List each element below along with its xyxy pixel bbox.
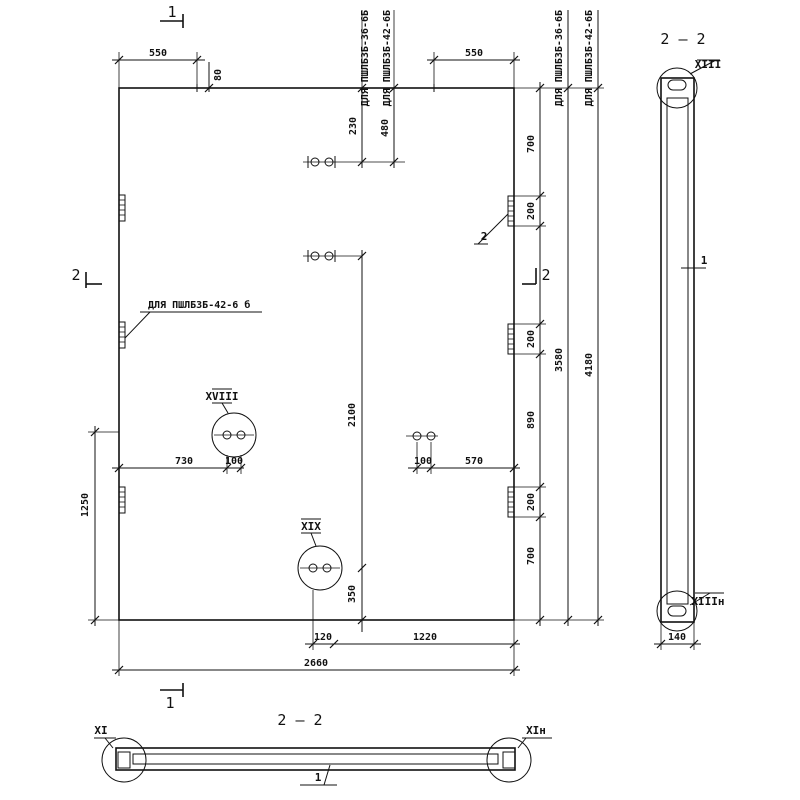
bottom-view-inner — [132, 753, 499, 765]
dim-1250: 1250 — [80, 493, 91, 517]
left-note-text: ДЛЯ ПШЛБЗБ-42-6 б — [148, 299, 250, 311]
upper-inner-dims: ДЛЯ ПШЛБЗБ-36-6Б ДЛЯ ПШЛБЗБ-42-6Б 230 48… — [340, 10, 405, 168]
dim-550-right: 550 — [465, 48, 483, 59]
dim-480: 480 — [380, 119, 391, 137]
node-xi-label: XI — [94, 724, 107, 737]
node-xviii: XVIII — [205, 388, 257, 458]
node-xix: XIX — [297, 518, 343, 591]
dim-100-left: 100 — [225, 456, 243, 467]
dim-550-left: 550 — [149, 48, 167, 59]
dim-570: 570 — [465, 456, 483, 467]
dim-230: 230 — [348, 117, 359, 135]
dim-140: 140 — [668, 632, 686, 643]
dim-200-b: 200 — [526, 330, 537, 348]
hole-pair-right — [406, 431, 438, 441]
node-xiii-label: XIII — [695, 58, 722, 71]
side-view-outer — [660, 77, 695, 623]
leaders-and-cuts: ДЛЯ ПШЛБЗБ-42-6 б 2 2 2 1 — [71, 213, 551, 712]
dim-100-right: 100 — [414, 456, 432, 467]
left-edge-embeds — [118, 194, 126, 514]
dim-350: 350 — [347, 585, 358, 603]
bottom-node-right — [486, 737, 532, 783]
dim-4180: 4180 — [584, 353, 595, 377]
dim-200-a: 200 — [526, 202, 537, 220]
dim-2660: 2660 — [304, 658, 328, 669]
node-xi-n-label: XIн — [526, 724, 546, 737]
side-view-inner — [666, 97, 689, 605]
side-view-section: 2 — 2 XIII XIIIн 1 140 — [654, 30, 725, 650]
dim-2100: 2100 — [347, 403, 358, 427]
bottom-view-outer — [115, 747, 516, 771]
dim-1220: 1220 — [413, 632, 437, 643]
dim-700-bottom: 700 — [526, 547, 537, 565]
left-note-leader — [124, 311, 151, 339]
cut-1-bottom-label: 1 — [165, 694, 174, 712]
bottom-view-section: 2 — 2 XI XIн 1 — [94, 711, 552, 786]
dim-890: 890 — [526, 411, 537, 429]
hole-pair-top — [303, 156, 340, 168]
dim-700-top: 700 — [526, 135, 537, 153]
dim-730: 730 — [175, 456, 193, 467]
bottom-node-left — [101, 737, 147, 783]
hole-pair-middle — [303, 250, 362, 262]
note-36-6b: ДЛЯ ПШЛБЗБ-36-6Б — [360, 10, 371, 106]
dim-80: 80 — [213, 69, 224, 81]
panel-outline — [118, 87, 515, 621]
cut-1-top-label: 1 — [167, 3, 176, 21]
pos-1-bottom-label: 1 — [315, 771, 322, 784]
top-dimensions: 550 550 80 1 — [112, 3, 520, 93]
node-xiii-n-label: XIIIн — [691, 595, 724, 608]
note-right-36-6b: ДЛЯ ПШЛБЗБ-36-6Б — [554, 10, 565, 106]
side-view-node-top — [656, 67, 698, 109]
side-view-node-bottom — [656, 590, 698, 632]
note-42-6b: ДЛЯ ПШЛБЗБ-42-6Б — [382, 10, 393, 106]
dim-3580: 3580 — [554, 348, 565, 372]
pos-2-label: 2 — [481, 230, 488, 243]
cut-2-right-label: 2 — [541, 266, 550, 284]
right-dimensions: 700 200 200 890 200 700 3580 ДЛЯ ПШЛБЗБ-… — [514, 10, 604, 626]
cut-2-left-label: 2 — [71, 266, 80, 284]
side-view-title: 2 — 2 — [660, 30, 705, 48]
note-right-42-6b: ДЛЯ ПШЛБЗБ-42-6Б — [584, 10, 595, 106]
node-xix-label: XIX — [301, 520, 321, 533]
pos-2-leader — [477, 213, 509, 245]
dim-200-c: 200 — [526, 493, 537, 511]
bottom-view-title: 2 — 2 — [277, 711, 322, 729]
node-xviii-label: XVIII — [205, 390, 238, 403]
dim-120: 120 — [314, 632, 332, 643]
right-edge-embeds — [507, 195, 515, 518]
pos-1-side-label: 1 — [701, 254, 708, 267]
panel-plan: XVIII XIX 2100 350 730 100 — [80, 84, 520, 676]
